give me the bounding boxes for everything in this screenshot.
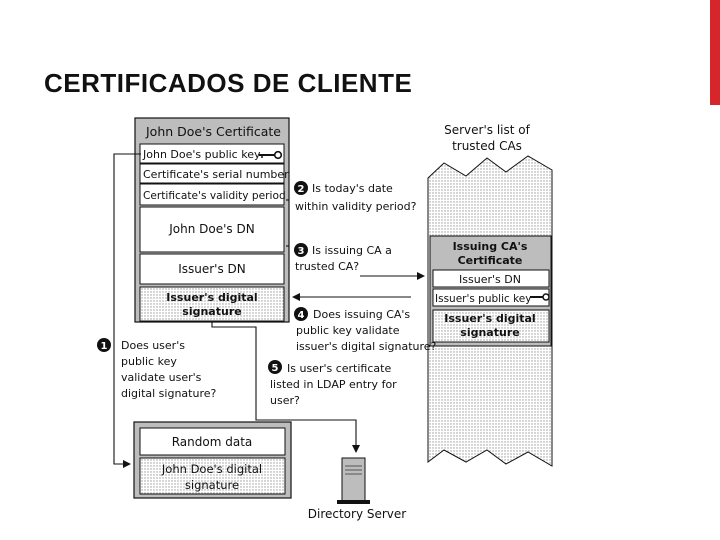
directory-server-label: Directory Server — [308, 507, 407, 521]
trusted-ca-list-title: Server's list of — [444, 123, 530, 137]
arrow-step-5b — [255, 359, 360, 453]
step-text: Does user's — [121, 339, 185, 352]
cert-serial-label: Certificate's serial number — [143, 168, 289, 181]
user-certificate: John Doe's Certificate John Doe's public… — [134, 117, 290, 323]
cert-dn-label: John Doe's DN — [168, 222, 254, 236]
step-text: issuer's digital signature? — [296, 340, 437, 353]
cert-title: John Doe's Certificate — [145, 124, 281, 139]
step-text: within validity period? — [295, 200, 417, 213]
server-tower-icon — [337, 457, 370, 504]
issuer-cert-title: Issuing CA's — [453, 240, 528, 253]
step-text: user? — [270, 394, 300, 407]
step-text: public key validate — [296, 324, 400, 337]
accent-bar — [710, 0, 720, 105]
cert-validity-label: Certificate's validity period — [143, 190, 286, 202]
step-number: 3 — [298, 246, 305, 257]
step-text: Is today's date — [312, 182, 393, 195]
issuer-cert-public-key-label: Issuer's public key — [435, 293, 531, 305]
step-number: 4 — [298, 310, 305, 321]
step-text: listed in LDAP entry for — [270, 378, 397, 391]
trusted-ca-list-title-2: trusted CAs — [452, 139, 522, 153]
key-icon — [259, 150, 283, 160]
step-number: 1 — [101, 341, 108, 352]
step-2: 2 Is today's date within validity period… — [294, 181, 417, 213]
user-signature-label-2: signature — [185, 478, 239, 492]
connector-lines — [113, 153, 425, 468]
step-4: 4 Does issuing CA's public key validate … — [294, 307, 437, 353]
trusted-ca-list: Server's list of trusted CAs Issuing CA'… — [427, 123, 553, 467]
user-signature-label: John Doe's digital — [161, 462, 262, 476]
step-text: Is user's certificate — [287, 362, 391, 375]
step-1: 1 Does user's public key validate user's… — [97, 338, 216, 400]
step-text: public key — [121, 355, 177, 368]
issuer-cert-signature-label: Issuer's digital — [444, 312, 535, 325]
step-5: 5 Is user's certificate listed in LDAP e… — [268, 360, 397, 407]
slide-title: CERTIFICADOS DE CLIENTE — [44, 68, 413, 98]
key-icon — [530, 293, 550, 301]
signed-data-block: Random data John Doe's digital signature — [133, 421, 292, 499]
cert-issuer-dn-label: Issuer's DN — [178, 262, 246, 276]
step-text: Is issuing CA a — [312, 244, 392, 257]
step-3: 3 Is issuing CA a trusted CA? — [294, 243, 392, 273]
issuer-cert-title-2: Certificate — [458, 254, 523, 267]
cert-issuer-signature-label: Issuer's digital — [166, 291, 257, 304]
step-text: Does issuing CA's — [313, 308, 410, 321]
cert-issuer-signature-label-2: signature — [182, 305, 241, 318]
arrow-step-1 — [113, 153, 141, 468]
random-data-label: Random data — [172, 435, 253, 449]
step-text: trusted CA? — [295, 260, 359, 273]
step-text: digital signature? — [121, 387, 216, 400]
step-text: validate user's — [121, 371, 202, 384]
cert-public-key-label: John Doe's public key — [142, 148, 261, 161]
issuer-cert-signature-label-2: signature — [460, 326, 519, 339]
step-number: 2 — [298, 184, 305, 195]
step-number: 5 — [272, 363, 279, 374]
issuer-cert-dn-label: Issuer's DN — [459, 273, 521, 286]
arrow-step-5 — [211, 322, 257, 359]
